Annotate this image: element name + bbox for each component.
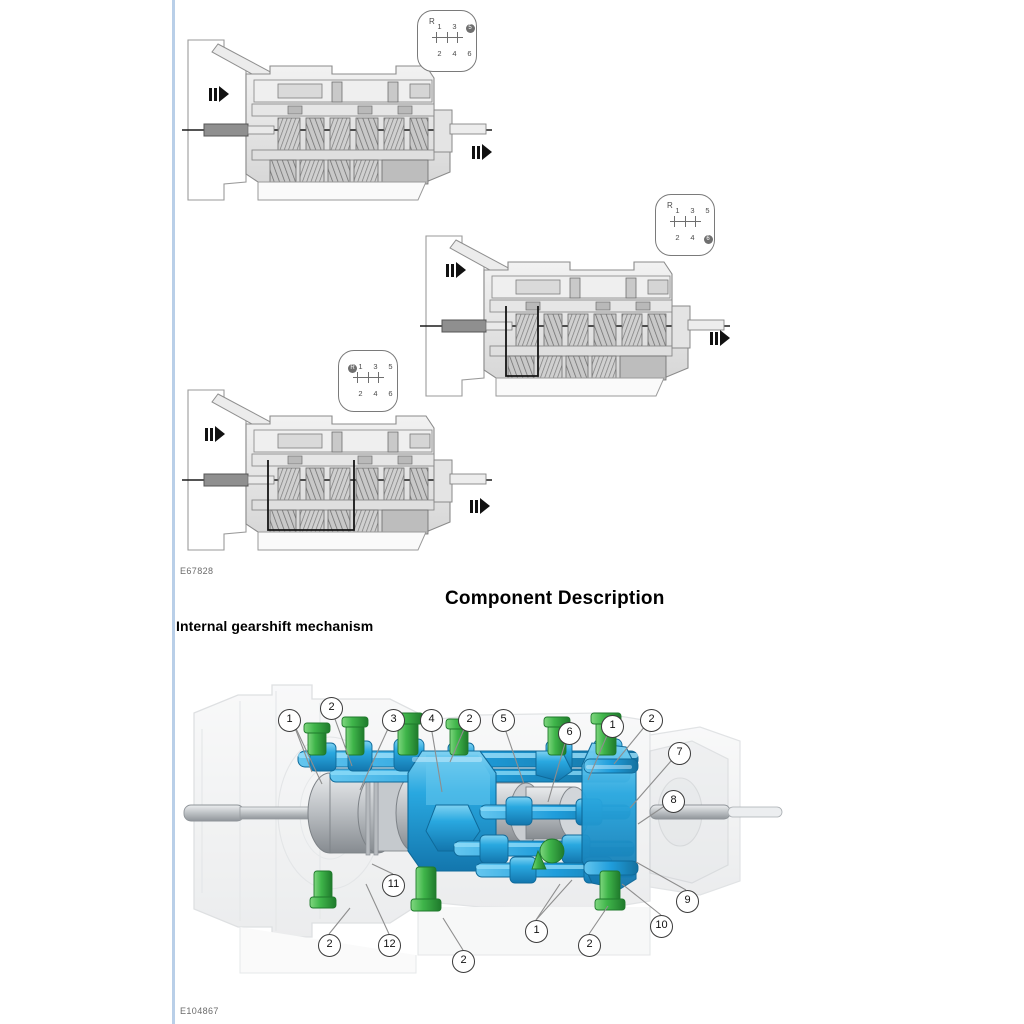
flow-arrow-input-view-2 <box>446 262 466 278</box>
callout-2d: 2 <box>578 934 601 957</box>
callout-2e: 2 <box>452 950 475 973</box>
gear-label-3: 3 <box>690 206 695 215</box>
gear-label-3: 3 <box>452 22 457 31</box>
callout-8: 8 <box>662 790 685 813</box>
callout-11: 11 <box>382 874 405 897</box>
gear-label-6: 6 <box>467 49 472 58</box>
shift-pattern-label-reverse: R <box>429 17 435 26</box>
gear-label-5: 5 <box>705 206 710 215</box>
gear-label-4: 4 <box>452 49 457 58</box>
flow-arrow-input-view-3 <box>205 426 225 442</box>
gear-label-2: 2 <box>358 389 363 398</box>
transmission-view-3 <box>182 382 492 557</box>
gear-label-2: 2 <box>675 233 680 242</box>
gear-label-6: 6 <box>388 389 393 398</box>
transmission-view-1 <box>182 32 492 207</box>
gear-label-1: 1 <box>437 22 442 31</box>
callout-9: 9 <box>676 890 699 913</box>
callout-4: 4 <box>420 709 443 732</box>
gear-label-2: 2 <box>437 49 442 58</box>
callout-7: 7 <box>668 742 691 765</box>
figure-id-top: E67828 <box>180 566 214 576</box>
shift-pattern-badge-view-2: R R 1 3 5 R 2 4 6 <box>655 194 715 256</box>
figure-internal-gearshift-mechanism <box>180 655 880 1000</box>
page-title: Component Description <box>445 588 665 609</box>
gear-label-1: 1 <box>675 206 680 215</box>
transmission-view-2 <box>420 228 730 403</box>
callout-1: 1 <box>278 709 301 732</box>
flow-arrow-output-view-2 <box>710 330 730 346</box>
flow-arrow-output-view-1 <box>472 144 492 160</box>
callout-2c: 2 <box>640 709 663 732</box>
callout-2b: 2 <box>458 709 481 732</box>
callout-2f: 2 <box>318 934 341 957</box>
callout-12: 12 <box>378 934 401 957</box>
gear-label-6-selected: 6 <box>703 235 713 244</box>
callout-1b: 1 <box>601 715 624 738</box>
subsection-title: Internal gearshift mechanism <box>176 618 374 634</box>
callout-3: 3 <box>382 709 405 732</box>
gear-label-4: 4 <box>690 233 695 242</box>
figure-id-bottom: E104867 <box>180 1006 219 1016</box>
page-left-margin-rule <box>172 0 175 1024</box>
gear-label-1: 1 <box>358 362 363 371</box>
callout-1c: 1 <box>525 920 548 943</box>
callout-2: 2 <box>320 697 343 720</box>
gear-label-3: 3 <box>373 362 378 371</box>
shift-pattern-badge-view-1: R R 1 3 5 R 2 4 6 <box>417 10 477 72</box>
gear-label-5-selected: 5 <box>465 24 475 33</box>
gear-label-reverse-selected: R <box>348 364 357 373</box>
callout-10: 10 <box>650 915 673 938</box>
gear-label-5: 5 <box>388 362 393 371</box>
shift-pattern-badge-view-3: R R 1 3 5 R 2 4 6 <box>338 350 398 412</box>
gear-label-4: 4 <box>373 389 378 398</box>
flow-arrow-output-view-3 <box>470 498 490 514</box>
callout-6: 6 <box>558 722 581 745</box>
figure-transmission-cutaways: R R 1 3 5 R 2 4 6 <box>180 10 730 576</box>
shift-pattern-label-reverse: R <box>667 201 673 210</box>
callout-5: 5 <box>492 709 515 732</box>
flow-arrow-input-view-1 <box>209 86 229 102</box>
